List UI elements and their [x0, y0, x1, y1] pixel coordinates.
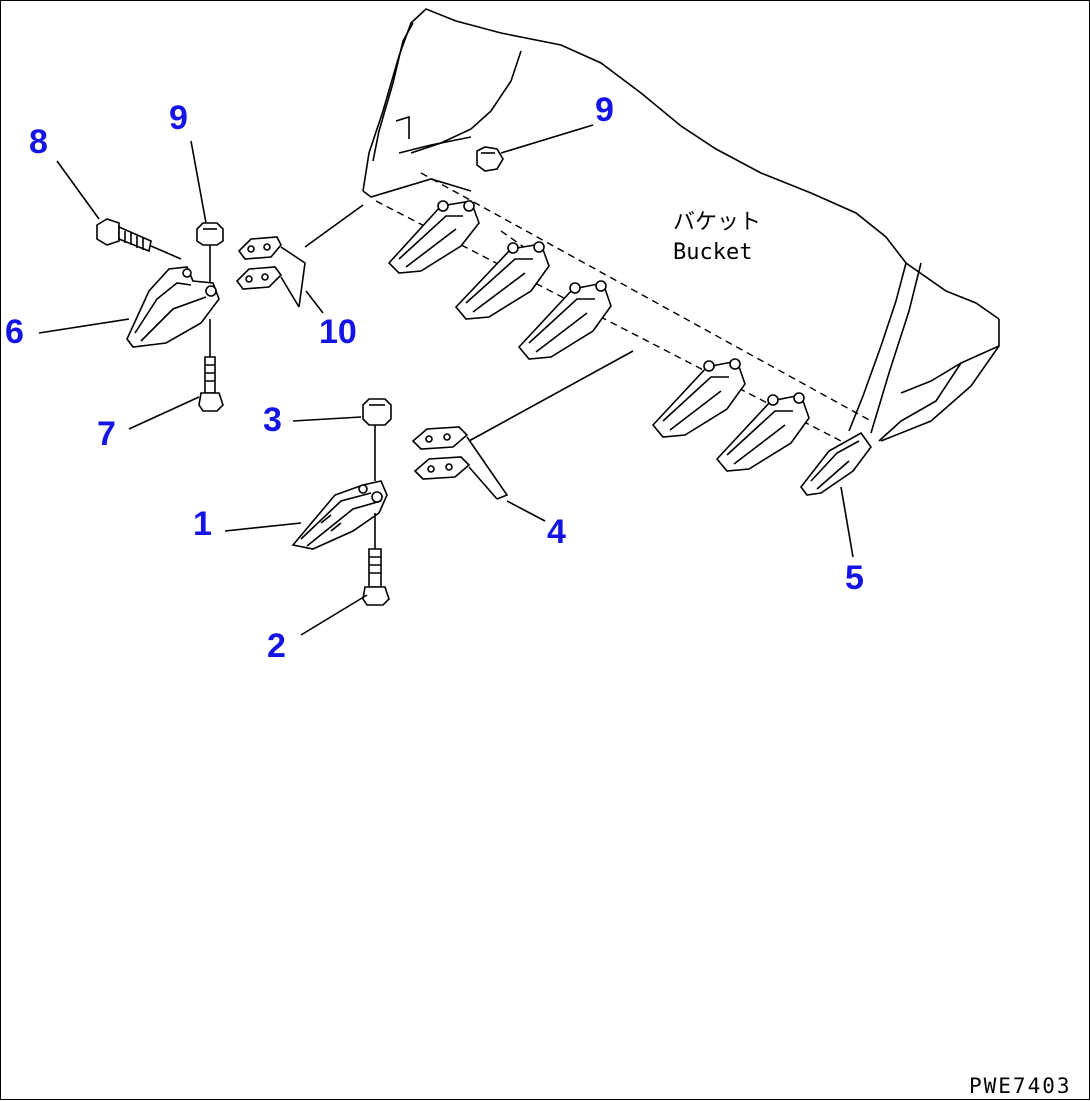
- tooth-mounted-5: [715, 392, 810, 472]
- callout-2: 2: [267, 627, 286, 665]
- nut-part-9-left: [196, 222, 224, 286]
- callout-7: 7: [97, 415, 116, 453]
- callout-10: 10: [319, 313, 357, 351]
- bucket-label-jp: バケット: [673, 210, 761, 235]
- bolt-part-7: [198, 319, 224, 412]
- callout-5: 5: [845, 559, 864, 597]
- bucket-label-en: Bucket: [673, 240, 752, 265]
- shims-part-4: [411, 426, 509, 500]
- leader-lines: [38, 124, 854, 636]
- tooth-part-1: [291, 480, 388, 550]
- callout-9-right: 9: [595, 91, 614, 129]
- bolt-part-2: [362, 513, 390, 606]
- nut-on-bucket: [476, 146, 504, 172]
- callout-6: 6: [5, 313, 24, 351]
- shims-part-10: [235, 236, 306, 308]
- callout-1: 1: [193, 505, 212, 543]
- callout-3: 3: [263, 401, 282, 439]
- tooth-mounted-3: [517, 280, 612, 360]
- corner-tooth-part-6: [126, 266, 220, 348]
- drawing-code: PWE7403: [969, 1074, 1072, 1098]
- callout-4: 4: [547, 513, 566, 551]
- bolt-part-8: [96, 218, 182, 260]
- nut-part-3: [362, 398, 392, 481]
- callout-9-left: 9: [169, 99, 188, 137]
- tooth-mounted-1: [387, 200, 480, 274]
- callouts: 8 9 9 6 10 7 3 1 4 2 5: [5, 91, 864, 665]
- tooth-mounted-4: [651, 358, 746, 438]
- callout-8: 8: [29, 123, 48, 161]
- bucket-outline: [362, 8, 1000, 442]
- tooth-mounted-2: [454, 241, 550, 320]
- mounted-teeth: [387, 200, 872, 496]
- corner-tooth-mounted: [799, 431, 872, 496]
